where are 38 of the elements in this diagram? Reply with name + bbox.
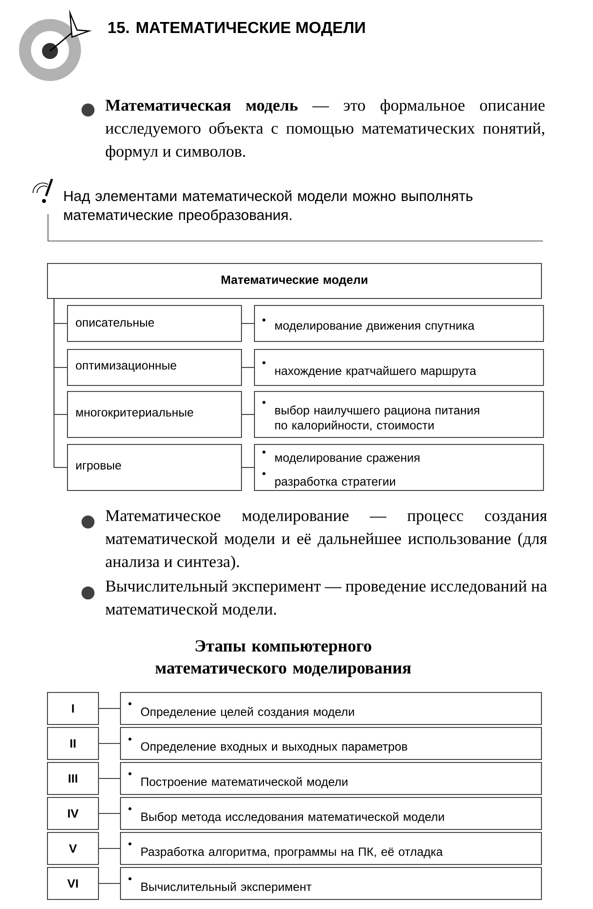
example-box: моделирование сражения разработка стратегии	[254, 444, 544, 491]
stage-box: Выбор метода исследования математической модели	[120, 797, 542, 830]
definition-text: Математическая модель — это формальное описание исследуемого объекта с помощью математических понятий, формул и символов.	[105, 99, 545, 160]
title: 15. МАТЕМАТИЧЕСКИЕ МОДЕЛИ	[108, 22, 365, 36]
connector-line	[98, 883, 120, 884]
connector-line	[241, 467, 254, 468]
category-box: игровые	[67, 444, 242, 491]
example-box: моделирование движения спутника	[254, 305, 544, 342]
stage-number-box: III	[47, 762, 99, 795]
example-box: выбор наилучшего рациона питания по калорийности, стоимости	[254, 391, 544, 438]
connector-line	[54, 298, 68, 468]
stage-number-box: II	[47, 727, 99, 760]
category-box: многокритериальные	[67, 391, 242, 438]
connector-line	[98, 848, 120, 849]
definition-text: Математическое моделирование — процесс создания математической модели и её дальнейшее использование (для анализа и синтеза).	[106, 510, 547, 571]
stage-number-box: IV	[47, 797, 99, 830]
stage-number-box: V	[47, 832, 99, 865]
header-box: Математические модели	[47, 263, 542, 299]
connector-line	[98, 813, 120, 814]
connector-line	[241, 414, 254, 415]
stage-box: Разработка алгоритма, программы на ПК, её отладка	[120, 832, 542, 865]
connector-line	[98, 743, 120, 744]
category-box: оптимизационные	[67, 349, 242, 386]
connector-line	[98, 708, 120, 709]
stage-box: Построение математической модели	[120, 762, 542, 795]
stage-number-box: I	[47, 692, 99, 725]
stage-box: Определение входных и выходных параметров	[120, 727, 542, 760]
example-box: нахождение кратчайшего маршрута	[254, 349, 544, 386]
section-heading: Этапы компьютерного математического моделирования	[155, 640, 411, 678]
definition-text: Вычислительный эксперимент — проведение исследований на математической модели.	[106, 580, 547, 618]
connector-line	[241, 367, 254, 368]
connector-line	[241, 323, 254, 324]
connector-line	[98, 778, 120, 779]
stage-box: Вычислительный эксперимент	[120, 867, 542, 900]
stage-number-box: VI	[47, 867, 99, 900]
category-box: описательные	[67, 305, 242, 342]
stage-box: Определение целей создания модели	[120, 692, 542, 725]
note-text: Над элементами математической модели можно выполнять математические преобразования.	[64, 190, 472, 223]
